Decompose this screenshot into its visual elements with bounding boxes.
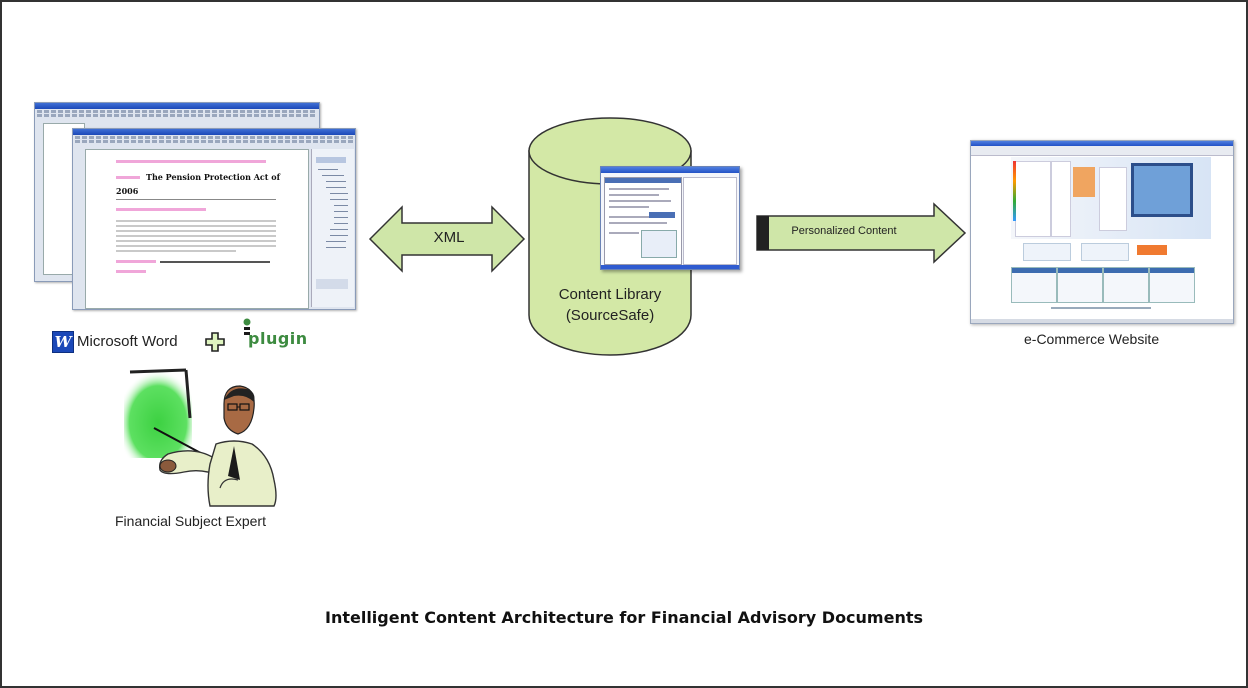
- browser-titlebar: [971, 141, 1233, 146]
- diagram-title: Intelligent Content Architecture for Fin…: [324, 608, 924, 627]
- text-line: [116, 220, 276, 222]
- form-row: [609, 232, 639, 234]
- feature-block-orange: [1137, 245, 1167, 255]
- tree-node: [322, 175, 344, 176]
- financial-expert-illustration: [124, 368, 277, 507]
- color-strip: [1013, 161, 1016, 221]
- hero-card: [1099, 167, 1127, 231]
- xml-tag-marker: [116, 270, 146, 273]
- plugin-label: plugin: [248, 329, 308, 348]
- document-page: The Pension Protection Act of 2006: [85, 149, 309, 309]
- document-heading-year: 2006: [116, 186, 139, 196]
- expert-label: Financial Subject Expert: [115, 513, 266, 529]
- tree-node: [326, 247, 346, 248]
- status-bar: [971, 319, 1233, 323]
- personalized-content-label: Personalized Content: [791, 225, 897, 237]
- text-line: [116, 225, 276, 227]
- form-row: [609, 188, 669, 190]
- button-strip: [649, 212, 675, 218]
- tree-node: [334, 217, 348, 218]
- tree-node: [316, 157, 346, 163]
- plugin-logo: plugin: [240, 318, 312, 354]
- xml-tag-marker: [116, 260, 156, 263]
- preview-panel: [683, 177, 737, 265]
- tree-node: [334, 223, 348, 224]
- personalized-content-arrow: [756, 202, 967, 264]
- plugin-person-icon: [243, 318, 251, 335]
- panel-header: [605, 178, 681, 183]
- tree-node: [330, 235, 348, 236]
- tree-node: [330, 193, 348, 194]
- text-line: [116, 235, 276, 237]
- tree-node: [318, 169, 338, 170]
- window-toolbar: [37, 110, 317, 113]
- form-row: [609, 222, 667, 224]
- xml-structure-pane: [311, 149, 354, 307]
- word-icon: W: [52, 331, 74, 353]
- content-library-label: Content Library (SourceSafe): [530, 284, 690, 326]
- tree-node: [334, 205, 348, 206]
- form-panel: [604, 177, 682, 265]
- window-titlebar: [35, 103, 319, 109]
- ecommerce-website-screenshot: [970, 140, 1234, 324]
- hero-card: [1051, 161, 1071, 237]
- form-row: [609, 194, 659, 196]
- hero-card: [1015, 161, 1051, 237]
- form-row: [609, 206, 649, 208]
- window-titlebar: [601, 167, 739, 173]
- tree-node: [316, 279, 348, 289]
- xml-tag-marker: [116, 208, 206, 211]
- nav-column: [1103, 267, 1149, 303]
- word-window-front: The Pension Protection Act of 2006: [72, 128, 356, 310]
- nav-column: [1057, 267, 1103, 303]
- text-rule: [116, 199, 276, 200]
- word-label: Microsoft Word: [77, 333, 178, 350]
- window-toolbar: [75, 140, 353, 143]
- website-label: e-Commerce Website: [1024, 331, 1160, 347]
- plus-icon: [205, 332, 225, 352]
- window-titlebar: [73, 129, 355, 135]
- feature-block: [1081, 243, 1129, 261]
- monitor-graphic: [1131, 163, 1193, 217]
- text-line: [116, 230, 276, 232]
- form-row: [609, 216, 673, 218]
- tree-node: [330, 229, 348, 230]
- tree-node: [334, 211, 348, 212]
- document-heading: The Pension Protection Act of: [146, 172, 281, 182]
- tree-node: [326, 181, 346, 182]
- browser-toolbar: [971, 146, 1233, 156]
- nav-column: [1011, 267, 1057, 303]
- calendar-widget: [641, 230, 677, 258]
- tree-node: [326, 241, 346, 242]
- text-line: [160, 261, 270, 263]
- library-line-2: (SourceSafe): [565, 307, 655, 324]
- tree-node: [326, 187, 346, 188]
- taskbar: [601, 265, 739, 269]
- xml-tag-marker: [116, 160, 266, 163]
- hero-banner: [1011, 157, 1211, 239]
- xml-double-arrow: [368, 205, 526, 273]
- footer-links: [1051, 307, 1151, 309]
- text-line: [116, 240, 276, 242]
- xml-tag-marker: [116, 176, 140, 179]
- library-line-1: Content Library: [558, 286, 662, 303]
- window-toolbar: [75, 136, 353, 139]
- text-line: [116, 245, 276, 247]
- form-row: [609, 200, 671, 202]
- window-toolbar: [37, 114, 317, 117]
- feature-block: [1023, 243, 1071, 261]
- photo-orange: [1073, 167, 1095, 197]
- xml-arrow-label: XML: [433, 229, 465, 246]
- tree-node: [330, 199, 348, 200]
- text-line: [116, 250, 236, 252]
- sourcesafe-screenshot: [600, 166, 740, 270]
- nav-column: [1149, 267, 1195, 303]
